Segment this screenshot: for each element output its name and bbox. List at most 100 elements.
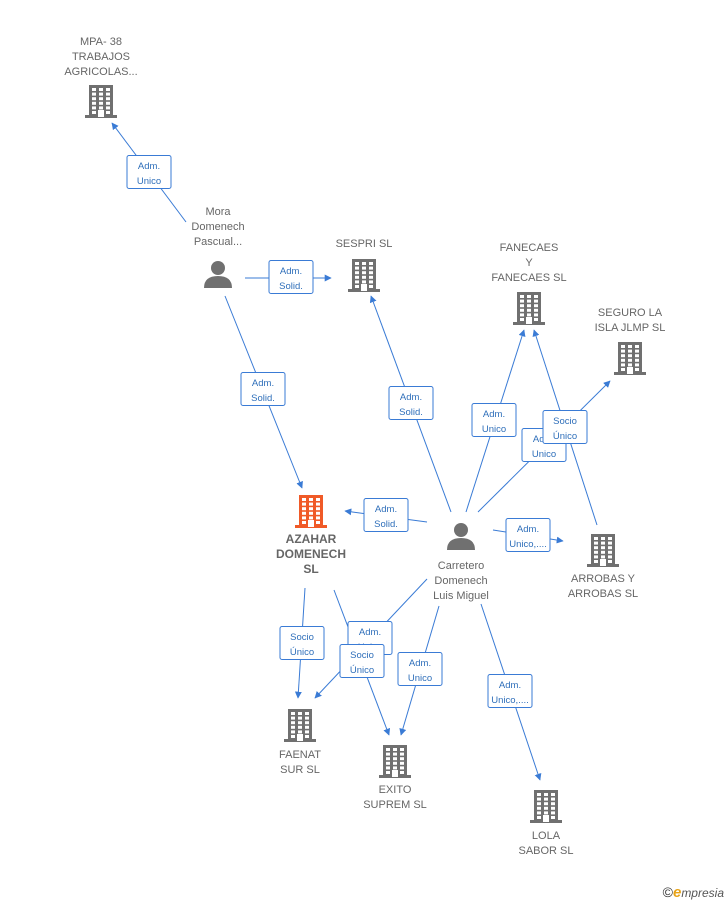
node-fanecaes[interactable]: FANECAES Y FANECAES SL <box>491 242 567 325</box>
edge-label-carretero-to-fanecaes[interactable]: Adm.Unico <box>471 403 517 437</box>
building-window <box>608 537 612 540</box>
building-window <box>99 88 103 91</box>
node-label: SABOR SL <box>518 845 573 857</box>
edge-label-carretero-to-lola[interactable]: Adm.Unico,.... <box>487 674 533 708</box>
edge-label-carretero-to-arrobas[interactable]: Adm.Unico,.... <box>505 518 551 552</box>
building-window <box>537 811 541 815</box>
person-head <box>211 261 225 275</box>
edge-label-box <box>363 498 409 532</box>
building-window <box>369 280 373 284</box>
edge-label-box <box>268 260 314 294</box>
building-window <box>302 498 306 501</box>
node-exito[interactable]: EXITO SUPREM SL <box>363 745 427 811</box>
edge-label-mora-to-mpa[interactable]: Adm.Unico <box>126 155 172 189</box>
building-window <box>537 793 541 796</box>
building-window <box>601 537 605 540</box>
building-window <box>621 358 625 362</box>
building-window <box>305 716 309 720</box>
building-window <box>291 735 295 738</box>
building-window <box>305 735 309 738</box>
edge-label-carretero-to-azahar[interactable]: Adm.Solid. <box>363 498 409 532</box>
building-icon <box>614 342 646 375</box>
building-window <box>594 541 598 545</box>
node-label: Y <box>525 257 533 269</box>
edge-label-box <box>505 518 551 552</box>
building-window <box>309 516 313 520</box>
building-icon <box>587 534 619 567</box>
building-window <box>621 368 625 371</box>
node-label: ARROBAS SL <box>568 588 638 600</box>
building-door <box>627 367 633 374</box>
building-window <box>99 101 103 105</box>
edge-label-text: Unico <box>408 673 432 684</box>
building-window <box>291 712 295 715</box>
node-label: EXITO <box>379 784 412 796</box>
copyright-symbol: © <box>662 884 673 900</box>
node-mpa[interactable]: MPA- 38TRABAJOSAGRICOLAS... <box>64 36 138 118</box>
building-window <box>534 295 538 298</box>
building-window <box>601 546 605 550</box>
building-window <box>621 363 625 367</box>
node-label: SUPREM SL <box>363 799 427 811</box>
building-window <box>544 811 548 815</box>
node-label: FANECAES <box>500 242 559 254</box>
edge-label-text: Solid. <box>374 519 398 530</box>
building-door <box>308 520 314 527</box>
node-label: FANECAES SL <box>491 272 566 284</box>
edge-label-box <box>279 626 325 660</box>
node-label: SUR SL <box>280 764 320 776</box>
building-door <box>361 284 367 291</box>
building-window <box>99 106 103 110</box>
person-icon <box>204 261 232 288</box>
building-window <box>355 262 359 265</box>
edge-label-carretero-to-exito[interactable]: Adm. Unico <box>397 652 443 686</box>
building-window <box>594 550 598 554</box>
building-window <box>302 511 306 515</box>
edge-label-mora-to-azahar[interactable]: Adm.Solid. <box>240 372 286 406</box>
building-window <box>608 560 612 563</box>
building-window <box>400 757 404 761</box>
building-window <box>316 507 320 511</box>
building-window <box>534 308 538 312</box>
building-window <box>362 262 366 265</box>
edge-label-text: Adm. <box>409 658 431 669</box>
node-mora[interactable]: MoraDomenechPascual... <box>191 206 245 288</box>
edge-label-carretero-to-sespri[interactable]: Adm.Solid. <box>388 386 434 420</box>
building-window <box>393 752 397 756</box>
building-window <box>305 730 309 734</box>
building-icon <box>530 790 562 823</box>
building-window <box>305 721 309 725</box>
building-window <box>608 555 612 559</box>
building-window <box>291 730 295 734</box>
empresia-watermark: ©empresia <box>663 884 724 901</box>
building-window <box>551 806 555 810</box>
building-window <box>298 716 302 720</box>
building-door <box>526 317 532 324</box>
building-icon <box>513 292 545 325</box>
building-door <box>392 770 398 777</box>
edge-label-mora-to-sespri[interactable]: Adm.Solid. <box>268 260 314 294</box>
node-label: Carretero <box>438 560 484 572</box>
edge-label-text: Unico,.... <box>491 695 529 706</box>
building-window <box>527 299 531 303</box>
building-window <box>520 299 524 303</box>
building-window <box>362 275 366 279</box>
node-sespri[interactable]: SESPRI SL <box>336 238 393 292</box>
building-window <box>635 363 639 367</box>
building-door <box>98 110 104 117</box>
node-label: ISLA JLMP SL <box>595 322 666 334</box>
edge-label-box <box>339 644 385 678</box>
building-window <box>400 748 404 751</box>
building-window <box>302 507 306 511</box>
building-window <box>92 111 96 114</box>
building-window <box>635 349 639 353</box>
